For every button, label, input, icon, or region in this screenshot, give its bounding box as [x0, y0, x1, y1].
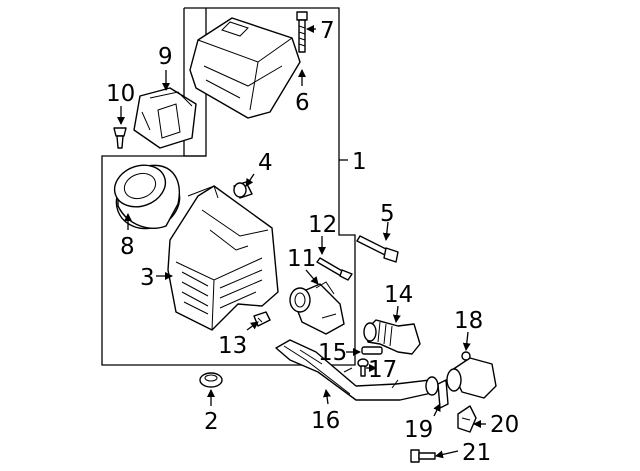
air-box-cover [189, 17, 301, 119]
callout-12: 12 [308, 212, 337, 238]
mass-air-flow-sensor [289, 281, 345, 335]
push-clip-10 [113, 127, 127, 149]
bracket-20 [457, 405, 477, 433]
callout-11: 11 [287, 246, 316, 272]
callout-17: 17 [368, 357, 397, 383]
grommet-4 [233, 181, 253, 199]
assembly-outline-inner [183, 8, 206, 157]
resonator [133, 87, 197, 149]
callout-2: 2 [204, 409, 219, 435]
mount-grommet-2 [199, 372, 223, 388]
bolt-7 [296, 11, 308, 53]
callout-labels: 1 2 3 4 5 6 7 8 9 10 11 12 13 14 15 16 1… [106, 18, 519, 466]
hose-stub-19 [437, 379, 449, 409]
callout-8: 8 [120, 234, 135, 260]
callout-21: 21 [462, 440, 491, 466]
callout-3: 3 [140, 265, 155, 291]
callout-20: 20 [490, 412, 519, 438]
callout-4: 4 [258, 150, 273, 176]
callout-9: 9 [158, 44, 173, 70]
callout-13: 13 [218, 333, 247, 359]
callout-18: 18 [454, 308, 483, 334]
bolt-21 [410, 449, 436, 463]
plug-15 [361, 346, 383, 355]
bolt-17 [357, 358, 369, 377]
air-filter-element [113, 164, 181, 230]
callout-7: 7 [320, 18, 335, 44]
throttle-inlet-18 [446, 351, 497, 399]
intake-tube-16 [275, 339, 439, 401]
leader-lines [117, 25, 486, 459]
air-box-housing [167, 185, 279, 331]
callout-14: 14 [384, 282, 413, 308]
callout-19: 19 [404, 417, 433, 443]
callout-6: 6 [295, 90, 310, 116]
intake-hose-14 [363, 319, 421, 355]
callout-16: 16 [311, 408, 340, 434]
callout-5: 5 [380, 201, 395, 227]
screw-12 [316, 257, 353, 281]
callout-15: 15 [318, 340, 347, 366]
callout-10: 10 [106, 81, 135, 107]
callout-1: 1 [352, 149, 367, 175]
bolt-5 [356, 235, 399, 263]
